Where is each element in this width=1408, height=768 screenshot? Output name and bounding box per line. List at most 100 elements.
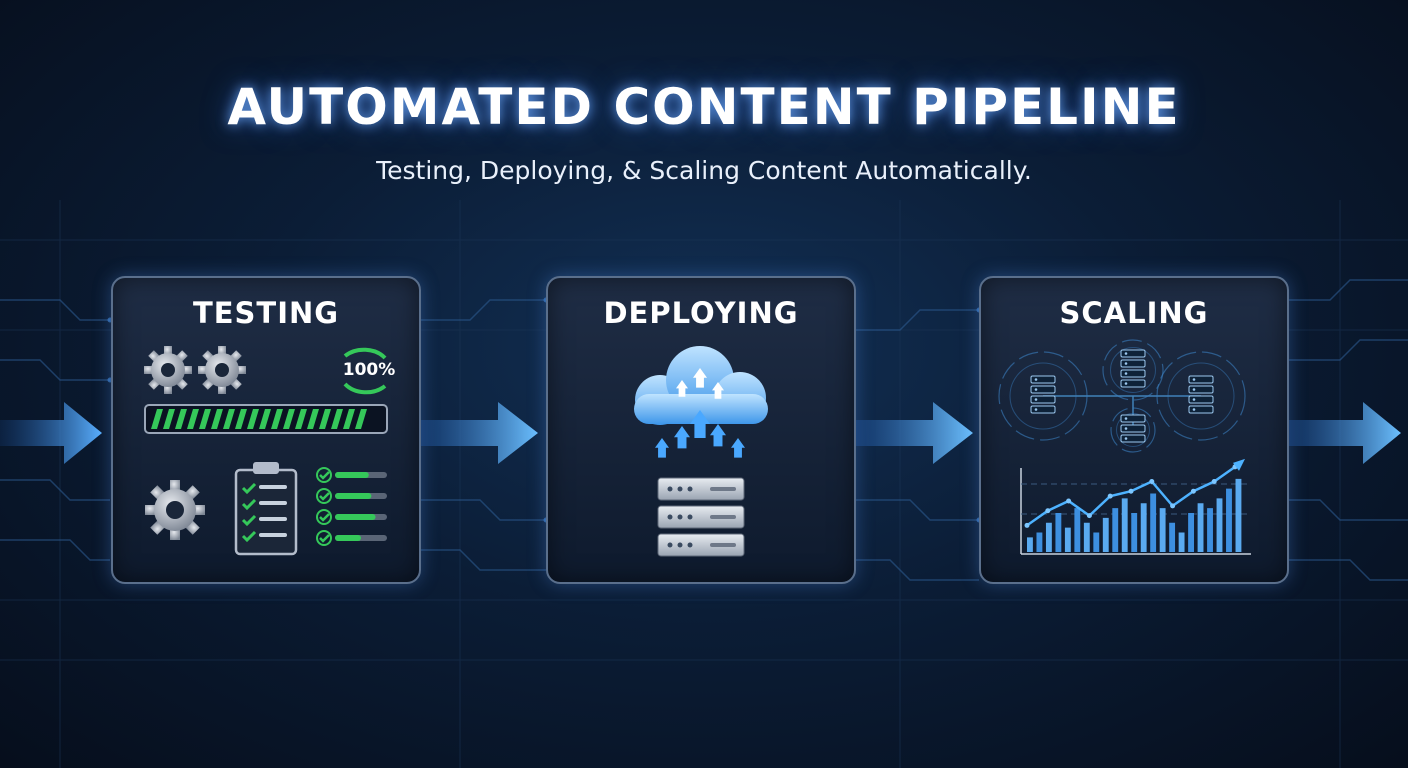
database-icon: [1120, 369, 1146, 378]
server-slot: [710, 543, 736, 547]
database-icon: [1120, 414, 1146, 423]
trend-point: [1170, 503, 1176, 509]
stage-deploying: DEPLOYING: [546, 276, 856, 584]
chart-bar: [1197, 503, 1204, 552]
database-icon: [1030, 385, 1056, 394]
chart-bar: [1083, 522, 1090, 552]
database-led: [1124, 427, 1128, 430]
stage-title-deploying: DEPLOYING: [603, 296, 799, 330]
cluster-ring: [1116, 413, 1150, 447]
database-led: [1034, 378, 1038, 381]
progress-segment: [271, 409, 283, 429]
arrow-icon: [0, 402, 102, 464]
cluster-ring: [1167, 362, 1235, 430]
server-led: [677, 514, 683, 520]
database-led: [1192, 388, 1196, 391]
check-icon: [316, 530, 332, 546]
database-led: [1192, 398, 1196, 401]
database-led: [1192, 378, 1196, 381]
chart-bar: [1207, 508, 1213, 552]
trend-point: [1066, 498, 1072, 504]
header: AUTOMATED CONTENT PIPELINE Testing, Depl…: [0, 78, 1408, 185]
chart-bar: [1064, 527, 1071, 552]
trend-point: [1128, 488, 1134, 494]
server-led: [687, 486, 693, 492]
progress-segment: [295, 409, 307, 429]
chart-bar: [1159, 508, 1166, 552]
chart-bar: [1150, 493, 1157, 552]
server-icon: [657, 477, 745, 557]
database-led: [1192, 408, 1196, 411]
database-led: [1034, 398, 1038, 401]
database-led: [1124, 352, 1128, 355]
server-led: [687, 542, 693, 548]
check-mark: [319, 492, 330, 501]
database-icon: [1120, 434, 1146, 443]
chart-bar: [1036, 532, 1043, 552]
database-icon: [1188, 375, 1214, 384]
checklist-line: [259, 485, 287, 489]
chart-bar: [1102, 517, 1109, 552]
database-led: [1124, 362, 1128, 365]
check-mark: [319, 471, 330, 480]
checklist-line: [259, 533, 287, 537]
progress-segment: [259, 409, 271, 429]
server-led: [667, 514, 673, 520]
chart-bar: [1226, 488, 1232, 552]
chart-bar: [1027, 537, 1033, 552]
progress-segment: [307, 409, 319, 429]
database-cluster-icon: [998, 339, 1246, 453]
database-icon: [1120, 349, 1146, 358]
trend-point: [1045, 508, 1051, 514]
growth-chart: [1020, 458, 1251, 555]
chart-bar: [1140, 503, 1147, 552]
deploying-illustration: [634, 346, 768, 557]
database-icon: [1030, 375, 1056, 384]
refresh-icon: [343, 347, 387, 360]
progress-segment: [175, 409, 187, 429]
progress-segment: [343, 409, 355, 429]
progress-label: 100%: [342, 360, 396, 380]
chart-bar: [1235, 478, 1242, 552]
trend-arrow-icon: [1233, 458, 1245, 471]
arrow-up-icon: [674, 426, 690, 449]
progress-segment: [223, 409, 235, 429]
server-led: [677, 486, 683, 492]
progress-segment: [283, 409, 295, 429]
stage-testing: TESTING: [111, 276, 421, 584]
progress-segment: [235, 409, 247, 429]
trend-point: [1149, 479, 1155, 484]
cluster-ring: [1110, 407, 1156, 453]
arrow-up-icon: [710, 424, 726, 447]
progress-bar-fill: [151, 409, 367, 429]
trend-point: [1107, 493, 1113, 499]
arrow-icon: [855, 402, 973, 464]
server-unit: [657, 477, 745, 501]
trend-point: [1024, 522, 1030, 528]
checklist-fill: [335, 472, 369, 478]
progress-segment: [151, 409, 163, 429]
database-icon: [1120, 424, 1146, 433]
chart-bar: [1093, 532, 1100, 552]
database-icon: [1030, 405, 1056, 414]
database-icon: [1188, 385, 1214, 394]
chart-bar: [1216, 498, 1223, 552]
database-icon: [1030, 395, 1056, 404]
check-icon: [241, 498, 257, 511]
stage-title-testing: TESTING: [192, 296, 340, 330]
arrow-icon: [1289, 402, 1401, 464]
progress-segment: [187, 409, 199, 429]
database-led: [1124, 437, 1128, 440]
clipboard-icon: [234, 462, 298, 556]
checklist-fill: [335, 535, 361, 541]
arrow-up-icon: [655, 438, 669, 458]
check-icon: [241, 514, 257, 527]
trend-point: [1086, 513, 1092, 519]
check-icon: [241, 482, 257, 495]
checklist-line: [259, 501, 287, 505]
gear-icon: [144, 346, 192, 394]
cloud-icon: [634, 346, 768, 425]
cluster-ring: [998, 351, 1088, 441]
trend-point: [1211, 479, 1217, 484]
arrow-up-icon: [712, 382, 724, 399]
